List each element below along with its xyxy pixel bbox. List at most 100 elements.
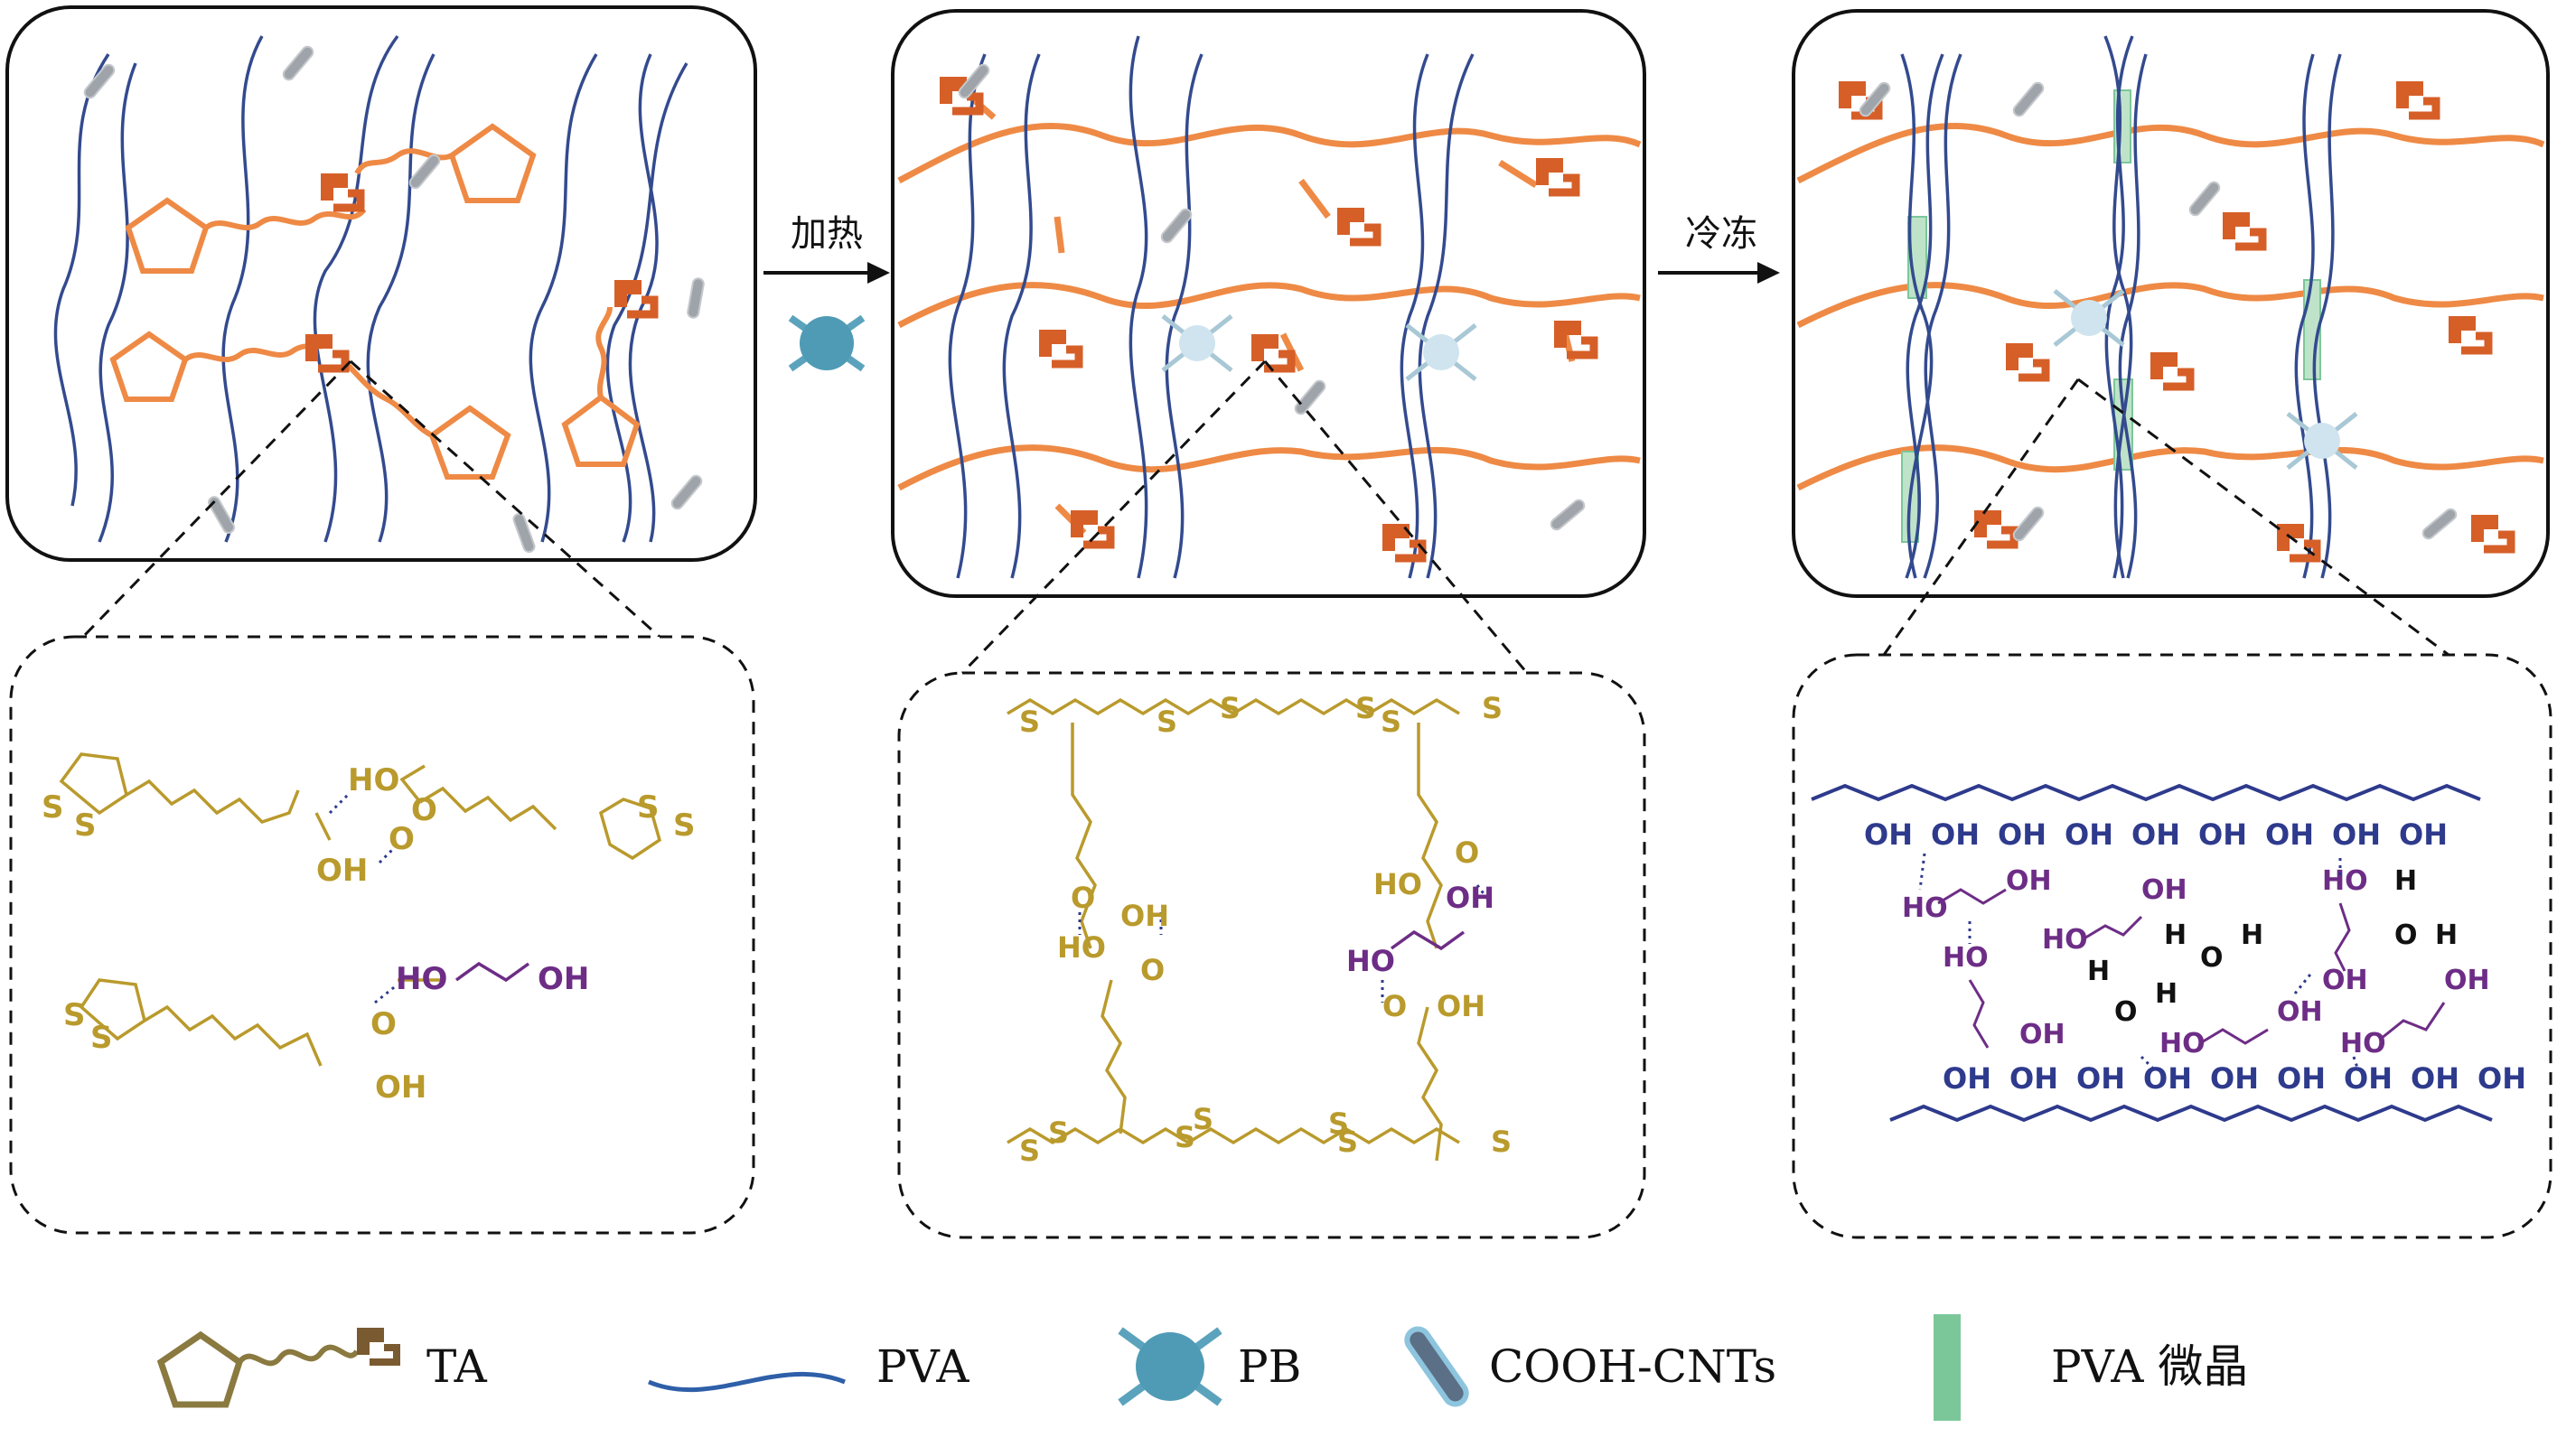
label-s: S — [1491, 1125, 1512, 1159]
zoom-pva-hbonds: OH OH OH OH OH OH OH OH OH OH OH OH OH O… — [1792, 653, 2552, 1239]
label-oh: OH — [1446, 881, 1494, 915]
label-s: S — [42, 789, 64, 826]
heat-label: 加热 — [791, 213, 863, 255]
label-ho: HO — [348, 762, 399, 798]
label-o: O — [2200, 942, 2224, 974]
legend-item-cnt: COOH-CNTs — [1404, 1326, 1776, 1407]
legend-label-pva: PVA — [876, 1340, 969, 1393]
label-oh: OH — [2265, 817, 2314, 852]
label-ho: HO — [1943, 942, 1989, 974]
label-oh: OH — [375, 1069, 426, 1106]
legend-item-pva: PVA — [648, 1340, 969, 1393]
label-oh: OH — [2332, 817, 2381, 852]
label-s: S — [1019, 705, 1040, 739]
label-oh: OH — [2006, 865, 2052, 897]
label-oh: OH — [2076, 1061, 2125, 1096]
label-ho: HO — [1346, 944, 1395, 978]
label-oh: OH — [538, 961, 589, 997]
label-h: H — [2164, 919, 2187, 951]
legend-item-crystal: PVA 微晶 — [1934, 1314, 2248, 1421]
label-oh: OH — [1120, 899, 1169, 933]
label-o: O — [1071, 881, 1095, 915]
legend-label-cnt: COOH-CNTs — [1489, 1340, 1776, 1393]
ta-disulfide-icon — [357, 1328, 384, 1355]
zoom-ta-hbonds: S S HO O O OH S S S S O OH HO OH — [9, 635, 755, 1235]
legend-label-pb: PB — [1238, 1340, 1301, 1393]
label-o: O — [411, 792, 437, 828]
label-oh: OH — [2399, 817, 2448, 852]
label-oh: OH — [2009, 1061, 2058, 1096]
ta-polymer-chains-3 — [1796, 123, 2545, 491]
label-oh: OH — [2141, 874, 2187, 906]
label-ho: HO — [2322, 865, 2368, 897]
zoom-connectors — [81, 359, 2449, 675]
label-h: H — [2394, 865, 2417, 897]
eg-bonds — [1937, 888, 2446, 1049]
label-s: S — [637, 789, 660, 826]
cnt-icon — [1404, 1326, 1469, 1407]
label-ho: HO — [1057, 930, 1106, 965]
eg-labels-2: HO OH — [1346, 881, 1494, 978]
label-oh: OH — [2131, 817, 2180, 852]
pva-oh-bottom: OH OH OH OH OH OH OH OH OH — [1943, 1061, 2526, 1096]
panel-heated — [891, 9, 1646, 598]
label-oh: OH — [1998, 817, 2047, 852]
legend-label-ta: TA — [426, 1340, 488, 1393]
label-o: O — [1140, 953, 1165, 987]
label-oh: OH — [1437, 989, 1485, 1023]
label-oh: OH — [2143, 1061, 2192, 1096]
pva-chains-2 — [948, 35, 1475, 579]
zoom-polyta-hbonds: S S S S S S O OH HO O O HO O OH S S S S … — [897, 671, 1646, 1239]
label-o: O — [370, 1006, 397, 1042]
panel-initial — [5, 5, 757, 562]
legend-item-pb: PB — [1118, 1327, 1301, 1406]
label-oh: OH — [2065, 817, 2113, 852]
ta-polymer-chains — [897, 83, 1642, 536]
label-oh: OH — [2210, 1061, 2259, 1096]
label-oh: OH — [1931, 817, 1980, 852]
eg-chain-2 — [1390, 929, 1466, 951]
label-s: S — [1175, 1120, 1195, 1154]
label-h: H — [2155, 978, 2178, 1010]
label-s: S — [1482, 691, 1503, 725]
label-oh: OH — [2477, 1061, 2526, 1096]
ta-dimer-labels: S S HO O O OH S S S S O OH — [42, 762, 696, 1106]
hbond-dots-1 — [328, 793, 399, 1004]
pva-backbones — [1811, 783, 2493, 1123]
label-s: S — [1337, 1125, 1358, 1159]
label-ho: HO — [2159, 1028, 2206, 1059]
label-s: S — [1019, 1134, 1040, 1168]
ta-pentagon-icon — [156, 1330, 244, 1408]
ta-dimer-structure — [59, 752, 662, 1067]
label-o: O — [2114, 996, 2138, 1028]
legend-item-ta: TA — [156, 1328, 488, 1408]
label-o: O — [2394, 919, 2418, 951]
label-ho: HO — [1373, 867, 1422, 901]
eg-molecules: HO OH HO OH HO OH HO OH HO OH HO OH — [1902, 865, 2490, 1059]
label-ho: HO — [2042, 924, 2088, 956]
polyta-labels: S S S S S S O OH HO O O HO O OH S S S S … — [1019, 691, 1512, 1168]
label-s: S — [1355, 691, 1376, 725]
label-oh: OH — [2411, 1061, 2459, 1096]
label-oh: OH — [1943, 1061, 1991, 1096]
label-s: S — [63, 997, 86, 1033]
hbond-dots-3 — [1918, 853, 2360, 1072]
legend: TA PVA PB COOH-CNTs PVA 微晶 — [156, 1314, 2248, 1421]
pb-crosslinker-icon — [788, 314, 866, 372]
label-oh: OH — [2198, 817, 2247, 852]
label-s: S — [90, 1020, 113, 1056]
label-oh: OH — [2344, 1061, 2393, 1096]
pva-crystal-icon — [1934, 1314, 1961, 1421]
water-molecules: H O H H O H H O H — [2087, 865, 2458, 1028]
legend-label-crystal: PVA 微晶 — [2051, 1340, 2248, 1393]
label-oh: OH — [1864, 817, 1913, 852]
label-oh: OH — [2019, 1019, 2065, 1050]
panel-frozen — [1792, 9, 2550, 598]
label-s: S — [673, 807, 696, 844]
label-s: S — [74, 807, 97, 844]
label-s: S — [1048, 1115, 1069, 1150]
label-ho: HO — [1902, 892, 1948, 924]
label-s: S — [1381, 705, 1401, 739]
freeze-label: 冷冻 — [1685, 213, 1757, 255]
label-s: S — [1220, 691, 1241, 725]
